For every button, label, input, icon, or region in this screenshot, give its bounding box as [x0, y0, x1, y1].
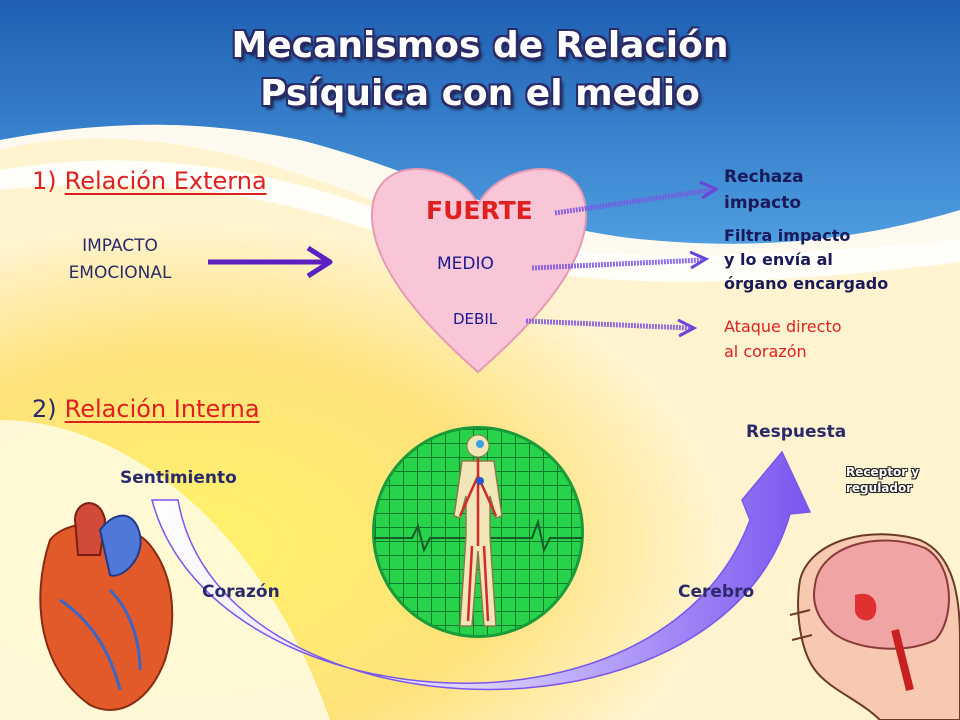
section-external-number: 1)	[32, 167, 57, 195]
outcome-weak-line-1: Ataque directo	[724, 317, 842, 336]
heart-shape	[370, 168, 588, 374]
heart-level-strong: FUERTE	[426, 196, 533, 225]
head-brain-illustration	[789, 533, 960, 720]
medium-outcome-arrow	[531, 257, 703, 271]
body-figure-illustration	[374, 434, 582, 627]
section-internal-label: Relación Interna	[64, 395, 260, 423]
outcome-strong-line-1: Rechaza	[724, 167, 804, 187]
outcome-medium-line-3: órgano encargado	[724, 274, 889, 293]
heart-level-medium: MEDIO	[437, 254, 494, 274]
outcome-medium: Filtra impacto y lo envía al órgano enca…	[724, 224, 888, 296]
outcome-medium-line-1: Filtra impacto	[724, 226, 851, 245]
outcome-strong: Rechaza impacto	[724, 164, 804, 216]
section-internal-header: 2)Relación Interna	[32, 395, 260, 423]
receptor-line-2: regulador	[846, 481, 913, 495]
cycle-arrow	[151, 450, 812, 691]
impact-line-2: EMOCIONAL	[68, 263, 172, 283]
cycle-feeling-label: Sentimiento	[120, 468, 237, 488]
section-external-label: Relación Externa	[64, 167, 267, 195]
impact-line-1: IMPACTO	[82, 236, 158, 256]
slide-title: Mecanismos de Relación Psíquica con el m…	[0, 22, 960, 118]
cycle-heart-label: Corazón	[202, 582, 280, 602]
section-external-header: 1)Relación Externa	[32, 167, 267, 195]
strong-outcome-arrow	[554, 187, 713, 216]
title-line-2: Psíquica con el medio	[260, 73, 700, 114]
outcome-medium-line-2: y lo envía al	[724, 250, 833, 269]
outcome-weak: Ataque directo al corazón	[724, 314, 842, 364]
outcome-strong-line-2: impacto	[724, 193, 802, 213]
receptor-line-1: Receptor y	[846, 465, 920, 479]
cycle-response-label: Respuesta	[746, 422, 847, 442]
impact-label: IMPACTO EMOCIONAL	[40, 233, 200, 287]
outcome-weak-line-2: al corazón	[724, 342, 807, 361]
heart-level-weak: DEBIL	[453, 310, 498, 328]
weak-outcome-arrow	[525, 318, 691, 331]
receptor-label: Receptor y regulador	[846, 464, 919, 496]
anatomical-heart-illustration	[39, 502, 174, 711]
impact-arrow-head	[306, 245, 333, 279]
section-internal-number: 2)	[32, 395, 57, 423]
cycle-brain-label: Cerebro	[678, 582, 755, 602]
title-line-1: Mecanismos de Relación	[231, 25, 729, 66]
